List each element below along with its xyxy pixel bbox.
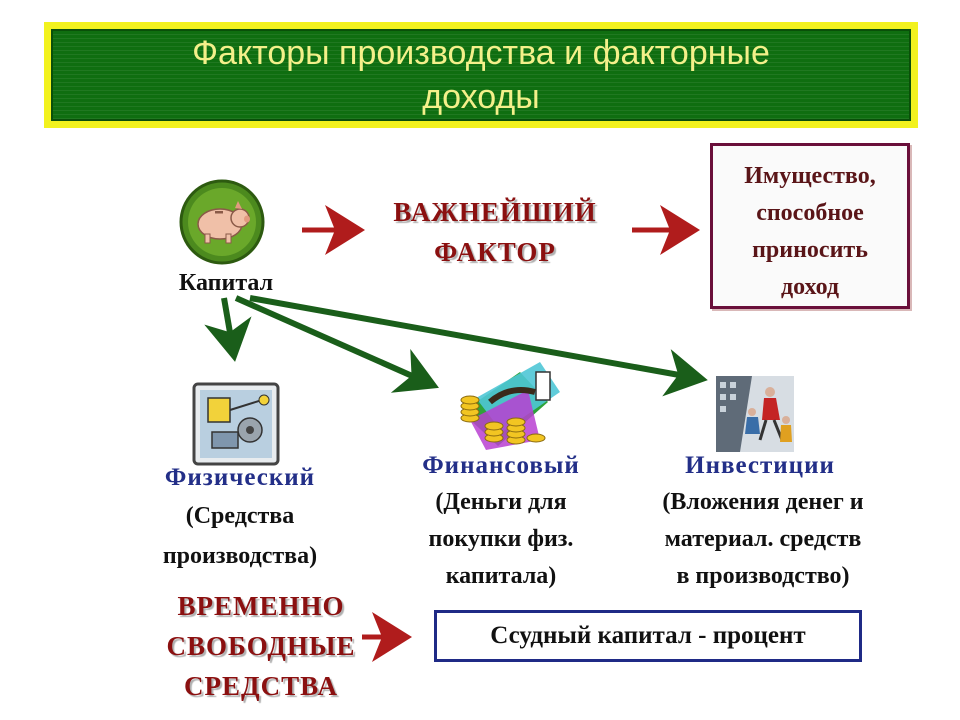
important-factor-line2: ФАКТОР bbox=[434, 237, 556, 267]
arrow-capital-to-investment bbox=[249, 295, 708, 397]
free-funds-label: ВРЕМЕННО СВОБОДНЫЕ СРЕДСТВА bbox=[126, 586, 396, 706]
title-panel: Факторы производства и факторные доходы bbox=[51, 29, 911, 121]
investment-description: (Вложения денег и материал. средств в пр… bbox=[618, 484, 908, 595]
investment-desc-line3: в производство) bbox=[676, 563, 850, 589]
property-line2: способное bbox=[756, 200, 864, 226]
capital-label: Капитал bbox=[178, 270, 274, 296]
arrow-capital-to-financial bbox=[234, 295, 439, 393]
property-line1: Имущество, bbox=[744, 163, 876, 189]
physical-capital-description: (Средства производства) bbox=[120, 496, 360, 576]
investment-people-icon bbox=[716, 376, 794, 452]
financial-desc-line2: покупки физ. bbox=[428, 526, 574, 552]
important-factor-line1: ВАЖНЕЙШИЙ bbox=[393, 197, 597, 227]
loan-capital-label: Ссудный капитал - процент bbox=[490, 622, 806, 649]
arrow-capital-to-physical bbox=[204, 297, 252, 362]
title-banner: Факторы производства и факторные доходы bbox=[44, 22, 918, 128]
investment-title: Инвестиции bbox=[685, 452, 835, 479]
page-title: Факторы производства и факторные доходы bbox=[192, 34, 770, 116]
physical-capital-title: Физический bbox=[164, 464, 316, 491]
free-funds-line2: СВОБОДНЫЕ bbox=[166, 631, 356, 661]
financial-capital-description: (Деньги для покупки физ. капитала) bbox=[386, 484, 616, 595]
property-line3: приносить bbox=[752, 237, 868, 263]
important-factor-label: ВАЖНЕЙШИЙ ФАКТОР bbox=[360, 192, 630, 272]
investment-desc-line2: материал. средств bbox=[664, 526, 862, 552]
free-funds-line3: СРЕДСТВА bbox=[184, 671, 338, 701]
money-coins-icon bbox=[460, 362, 560, 450]
property-definition-text: Имущество, способное приносить доход bbox=[713, 158, 907, 306]
machinery-icon bbox=[192, 382, 280, 466]
physical-desc-line2: производства) bbox=[162, 543, 318, 569]
loan-capital-box: Ссудный капитал - процент bbox=[434, 610, 862, 662]
financial-capital-title: Финансовый bbox=[422, 452, 580, 479]
piggy-bank-icon bbox=[179, 179, 265, 265]
financial-desc-line3: капитала) bbox=[445, 563, 557, 589]
property-line4: доход bbox=[780, 274, 840, 300]
free-funds-line1: ВРЕМЕННО bbox=[177, 591, 345, 621]
investment-desc-line1: (Вложения денег и bbox=[662, 489, 864, 515]
physical-desc-line1: (Средства bbox=[185, 503, 295, 529]
property-definition-box: Имущество, способное приносить доход bbox=[710, 143, 910, 309]
financial-desc-line1: (Деньги для bbox=[435, 489, 567, 515]
